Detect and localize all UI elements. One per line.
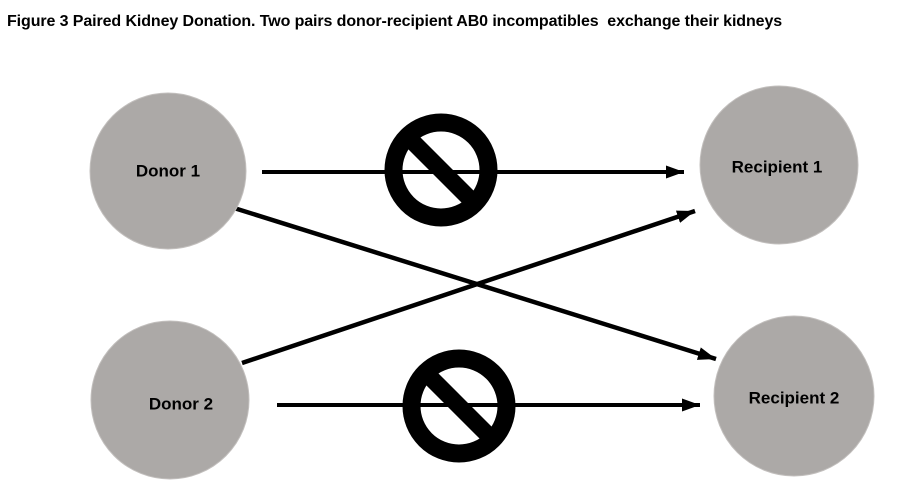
node-recipient-2: Recipient 2: [713, 315, 875, 477]
no-entry-icon: [402, 349, 516, 463]
node-donor-1-label: Donor 1: [136, 162, 200, 181]
node-donor-1: Donor 1: [89, 92, 247, 250]
node-recipient-1-circle: [699, 85, 859, 245]
no-entry-slash: [419, 366, 499, 446]
figure-title: Figure 3 Paired Kidney Donation. Two pai…: [7, 13, 783, 30]
node-recipient-2-label: Recipient 2: [749, 389, 840, 408]
no-entry-slash: [401, 130, 481, 210]
no-entry-ring: [384, 113, 498, 227]
no-entry-icon: [384, 113, 498, 227]
edge-donor2-to-recipient1: [241, 208, 696, 366]
no-entry-ring: [402, 349, 516, 463]
node-recipient-2-circle: [713, 315, 875, 477]
node-donor-2-circle: [90, 320, 250, 480]
node-recipient-1-label: Recipient 1: [732, 158, 823, 177]
node-donor-1-circle: [89, 92, 247, 250]
node-donor-2: Donor 2: [90, 320, 250, 480]
node-recipient-1: Recipient 1: [699, 85, 859, 245]
node-donor-2-label: Donor 2: [149, 395, 213, 414]
